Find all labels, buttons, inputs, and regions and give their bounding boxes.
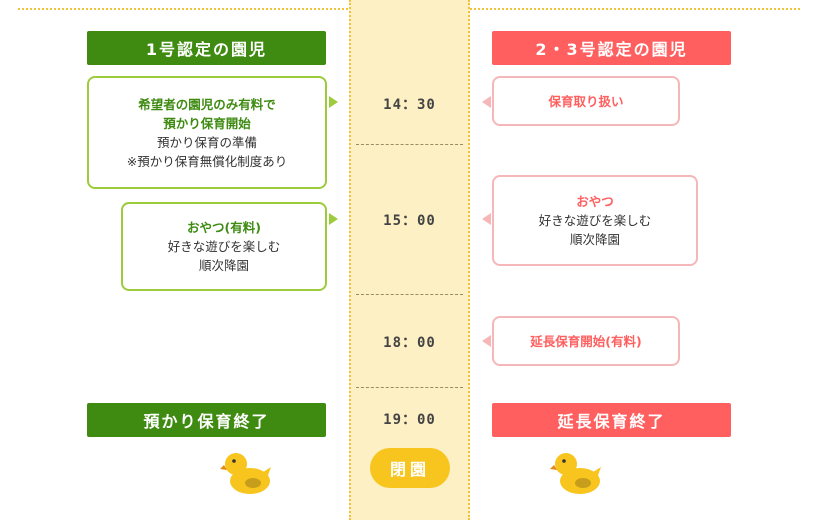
duck-icon [220, 453, 271, 494]
right-pointer-icon [329, 96, 338, 108]
time-1430: 14：30 [383, 97, 436, 113]
left-box-1430: 希望者の園児のみ有料で 預かり保育開始 預かり保育の準備 ※預かり保育無償化制度… [87, 76, 327, 189]
right-footer: 延長保育終了 [492, 403, 731, 437]
left-pointer-icon [482, 213, 491, 225]
time-1800: 18：00 [383, 335, 436, 351]
closing-badge: 閉園 [370, 448, 450, 488]
duck-icon [550, 453, 601, 494]
left-pointer-icon [482, 96, 491, 108]
left-box-1430-line-4: ※預かり保育無償化制度あり [126, 153, 288, 169]
right-box-1430-title: 保育取り扱い [548, 93, 624, 109]
time-separator [356, 387, 463, 388]
right-header: 2・3号認定の園児 [492, 31, 731, 65]
left-header: 1号認定の園児 [87, 31, 326, 65]
right-box-1430: 保育取り扱い [492, 76, 680, 126]
right-pointer-icon [329, 213, 338, 225]
left-box-1500-line-2: 好きな遊びを楽しむ [167, 239, 281, 254]
timeline-column [349, 0, 470, 520]
left-footer: 預かり保育終了 [87, 403, 326, 437]
left-box-1500: おやつ(有料) 好きな遊びを楽しむ 順次降園 [121, 202, 327, 291]
time-separator [356, 144, 463, 145]
left-box-1500-line-3: 順次降園 [198, 258, 249, 273]
left-box-1430-line-3: 預かり保育の準備 [156, 134, 257, 150]
right-box-1800-title: 延長保育開始(有料) [530, 333, 642, 349]
right-box-1500-line-3: 順次降園 [569, 232, 620, 247]
right-box-1800: 延長保育開始(有料) [492, 316, 680, 366]
left-box-1430-title-1: 希望者の園児のみ有料で [138, 96, 276, 112]
right-box-1500-line-2: 好きな遊びを楽しむ [538, 213, 652, 228]
right-box-1500: おやつ 好きな遊びを楽しむ 順次降園 [492, 175, 698, 266]
left-box-1430-title-2: 預かり保育開始 [163, 115, 251, 131]
time-separator [356, 294, 463, 295]
left-pointer-icon [482, 335, 491, 347]
left-box-1500-title: おやつ(有料) [187, 220, 261, 235]
time-1900: 19：00 [383, 412, 436, 428]
time-1500: 15：00 [383, 213, 436, 229]
right-box-1500-title: おやつ [576, 194, 614, 209]
